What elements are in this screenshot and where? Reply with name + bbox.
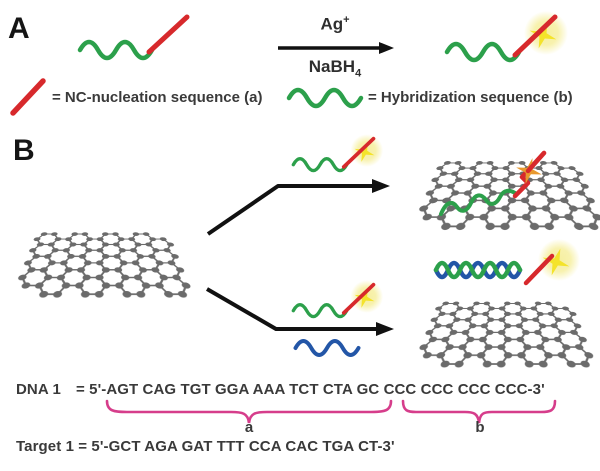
graphene-sheet-free-icon xyxy=(409,303,600,366)
reagent-silver-base: Ag xyxy=(320,14,344,34)
brace-b-icon xyxy=(401,399,557,424)
duplex-with-nanocluster-icon xyxy=(433,239,580,286)
bottom-branch-arrow-icon xyxy=(205,287,394,336)
reagent-silver-sup: + xyxy=(343,14,350,26)
brace-a-icon xyxy=(105,399,393,424)
probe-with-nanocluster-icon xyxy=(444,11,568,63)
target-strand-icon xyxy=(293,339,361,357)
probe-dna-icon xyxy=(77,14,190,61)
brace-b-label: b xyxy=(475,419,485,436)
nc-sequence-legend: = NC-nucleation sequence (a) xyxy=(52,89,263,106)
hybridization-sequence-icon xyxy=(286,87,364,109)
dna1-name: DNA 1 xyxy=(16,381,61,398)
hybridization-sequence-legend: = Hybridization sequence (b) xyxy=(368,89,573,106)
reagent-nabh4-base: NaBH xyxy=(308,57,356,76)
graphene-sheet-icon xyxy=(13,232,193,298)
top-branch-arrow-icon xyxy=(206,179,390,236)
reagent-silver: Ag+ xyxy=(300,15,370,33)
top-probe-with-nanocluster-icon xyxy=(291,134,384,173)
reaction-arrow-icon xyxy=(278,42,394,54)
brace-a-label: a xyxy=(244,419,254,436)
bottom-probe-with-nanocluster-icon xyxy=(291,280,384,319)
adsorbed-probe-overlay-icon xyxy=(439,150,547,216)
reagent-nabh4: NaBH4 xyxy=(295,58,375,79)
reagent-nabh4-sub: 4 xyxy=(355,67,362,80)
nc-sequence-icon xyxy=(10,78,46,116)
panel-a-label: A xyxy=(8,12,30,45)
dna1-sequence: = 5'-AGT CAG TGT GGA AAA TCT CTA GC CCC … xyxy=(76,381,545,398)
target1-sequence: Target 1 = 5'-GCT AGA GAT TTT CCA CAC TG… xyxy=(16,438,395,455)
panel-b-label: B xyxy=(13,134,35,167)
